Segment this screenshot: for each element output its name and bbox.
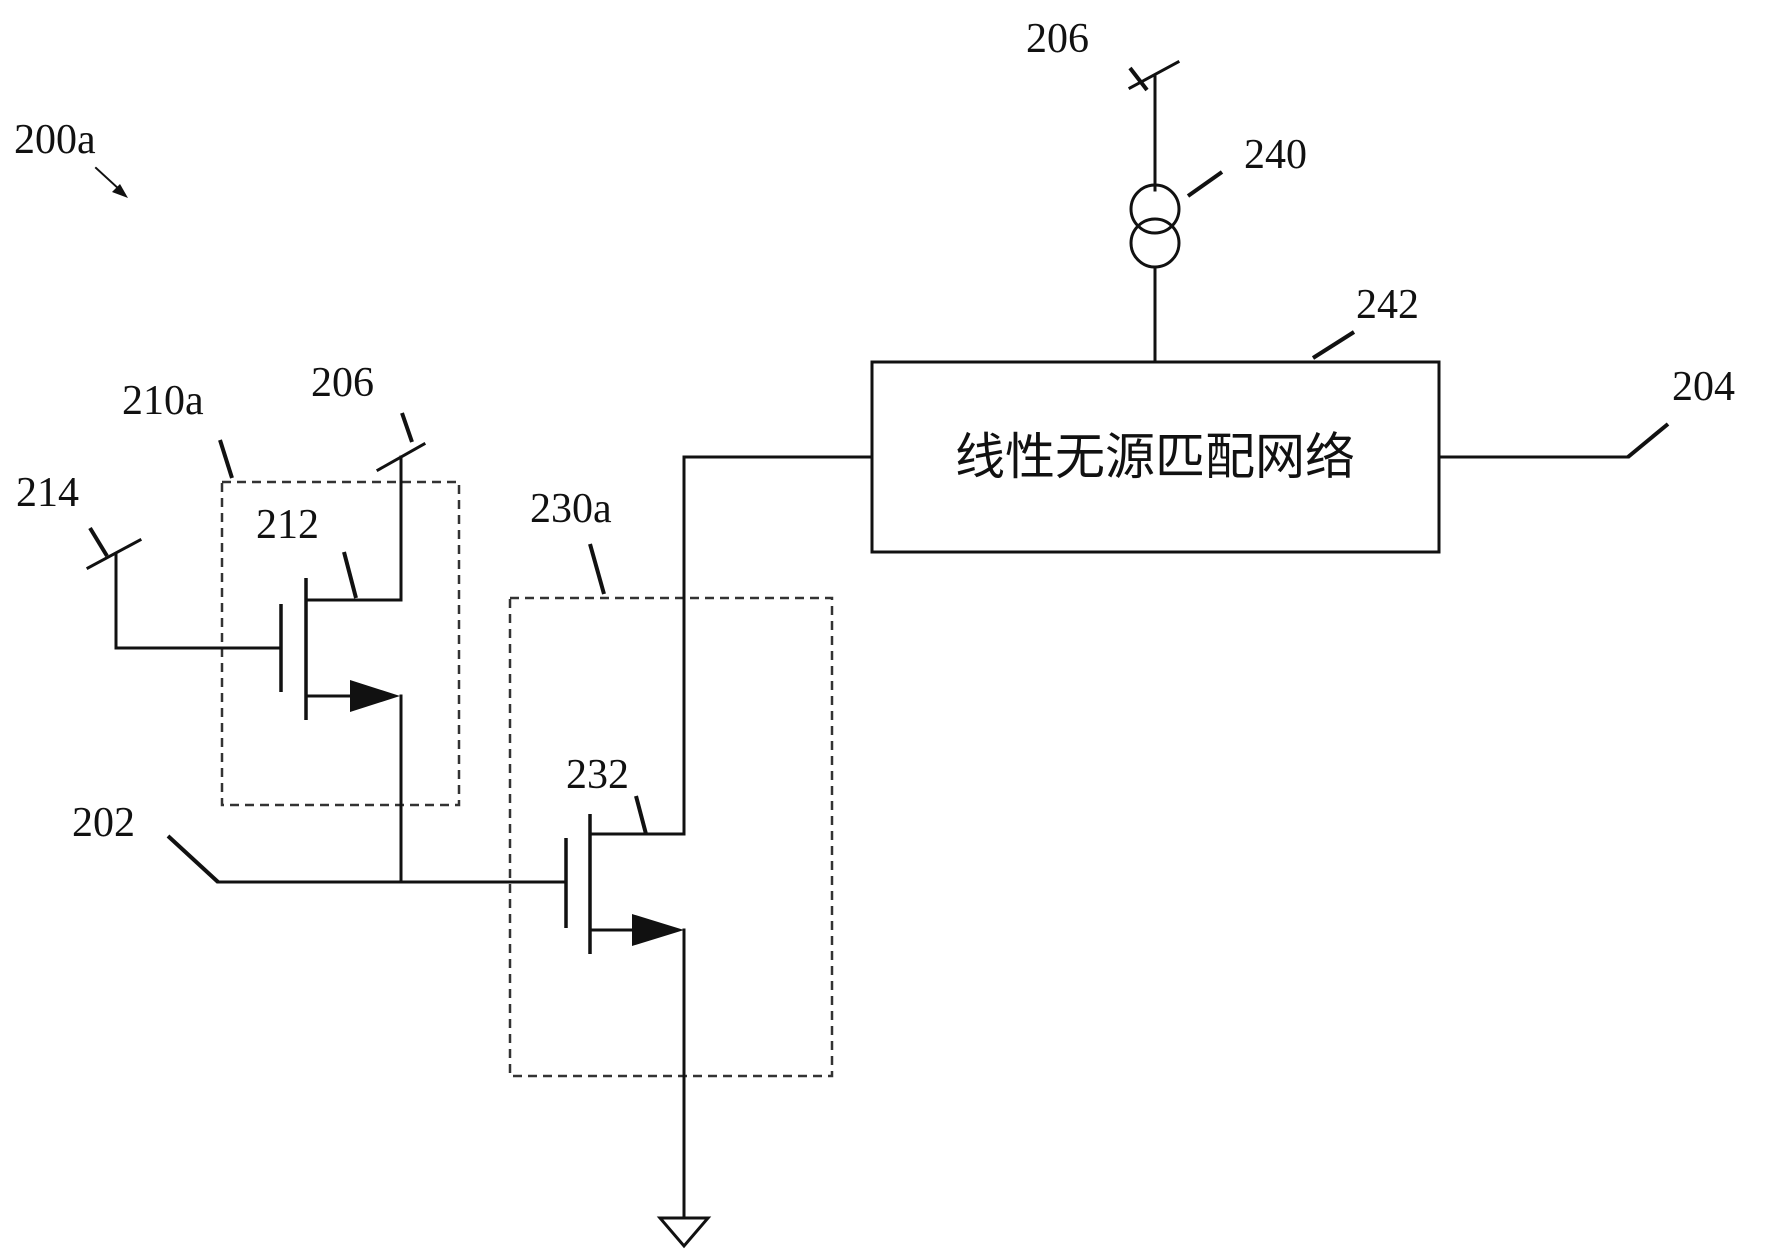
leader-202 — [166, 834, 220, 884]
label-output: 204 — [1672, 364, 1735, 410]
label-matching-network: 242 — [1356, 282, 1419, 328]
label-input: 202 — [72, 800, 135, 846]
figure-label: 200a — [14, 117, 96, 163]
transistor-212 — [279, 578, 403, 720]
module-230a-boundary — [508, 596, 834, 1078]
transistor-232 — [564, 814, 686, 954]
ground-symbol — [656, 1216, 712, 1249]
label-transistor-232: 232 — [566, 752, 629, 798]
leader-232 — [634, 795, 648, 835]
label-module-210: 210a — [122, 378, 204, 424]
leader-240 — [1186, 170, 1224, 198]
leader-210a — [218, 439, 234, 479]
matching-network-text: 线性无源匹配网络 — [955, 428, 1355, 486]
label-vdd-top: 206 — [1026, 16, 1089, 62]
bias-input-terminal — [85, 526, 143, 571]
vdd-top-terminal — [1127, 59, 1181, 92]
current-source-240 — [1129, 183, 1181, 269]
label-vdd-left: 206 — [311, 360, 374, 406]
leader-230a — [588, 543, 606, 595]
leader-242 — [1311, 330, 1356, 360]
figure-label-arrow — [94, 166, 128, 198]
module-210a-boundary — [220, 480, 461, 807]
label-current-source: 240 — [1244, 132, 1307, 178]
leader-204 — [1626, 422, 1670, 459]
label-bias-input: 214 — [16, 470, 79, 516]
label-transistor-212: 212 — [256, 502, 319, 548]
leader-212 — [342, 551, 358, 599]
label-module-230: 230a — [530, 486, 612, 532]
